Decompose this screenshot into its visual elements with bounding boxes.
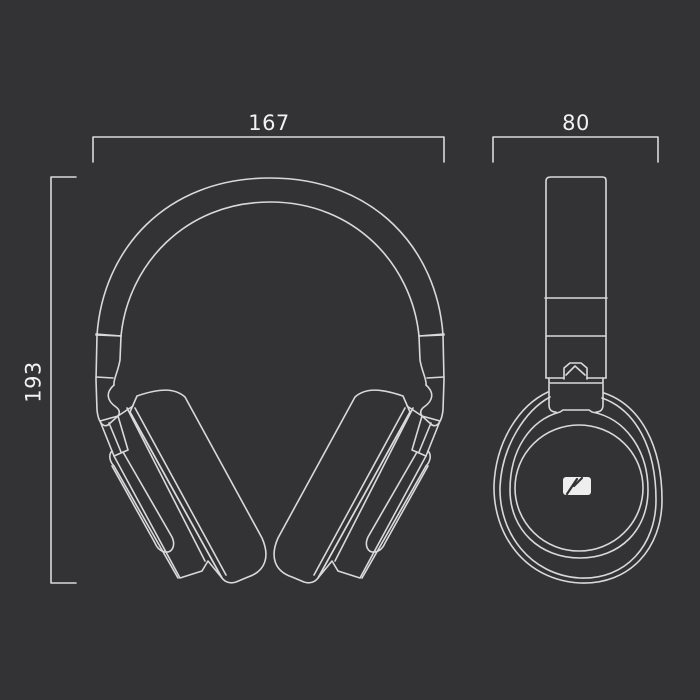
front-view [96, 178, 444, 583]
width-dimension-bracket [93, 137, 444, 162]
brand-logo-icon [563, 477, 591, 495]
height-dimension-label: 193 [21, 361, 46, 403]
side-view [494, 177, 662, 583]
side-headband [545, 177, 607, 378]
side-earcup [494, 384, 662, 583]
side-hinge [546, 363, 606, 383]
width-dimension-label: 167 [248, 111, 290, 135]
left-earcup [110, 390, 266, 583]
left-yoke [96, 335, 133, 456]
headband [96, 178, 444, 336]
height-dimension-bracket [51, 177, 76, 583]
depth-dimension-label: 80 [562, 111, 590, 135]
right-yoke [407, 335, 444, 456]
depth-dimension-bracket [493, 137, 658, 162]
right-earcup [274, 390, 430, 583]
